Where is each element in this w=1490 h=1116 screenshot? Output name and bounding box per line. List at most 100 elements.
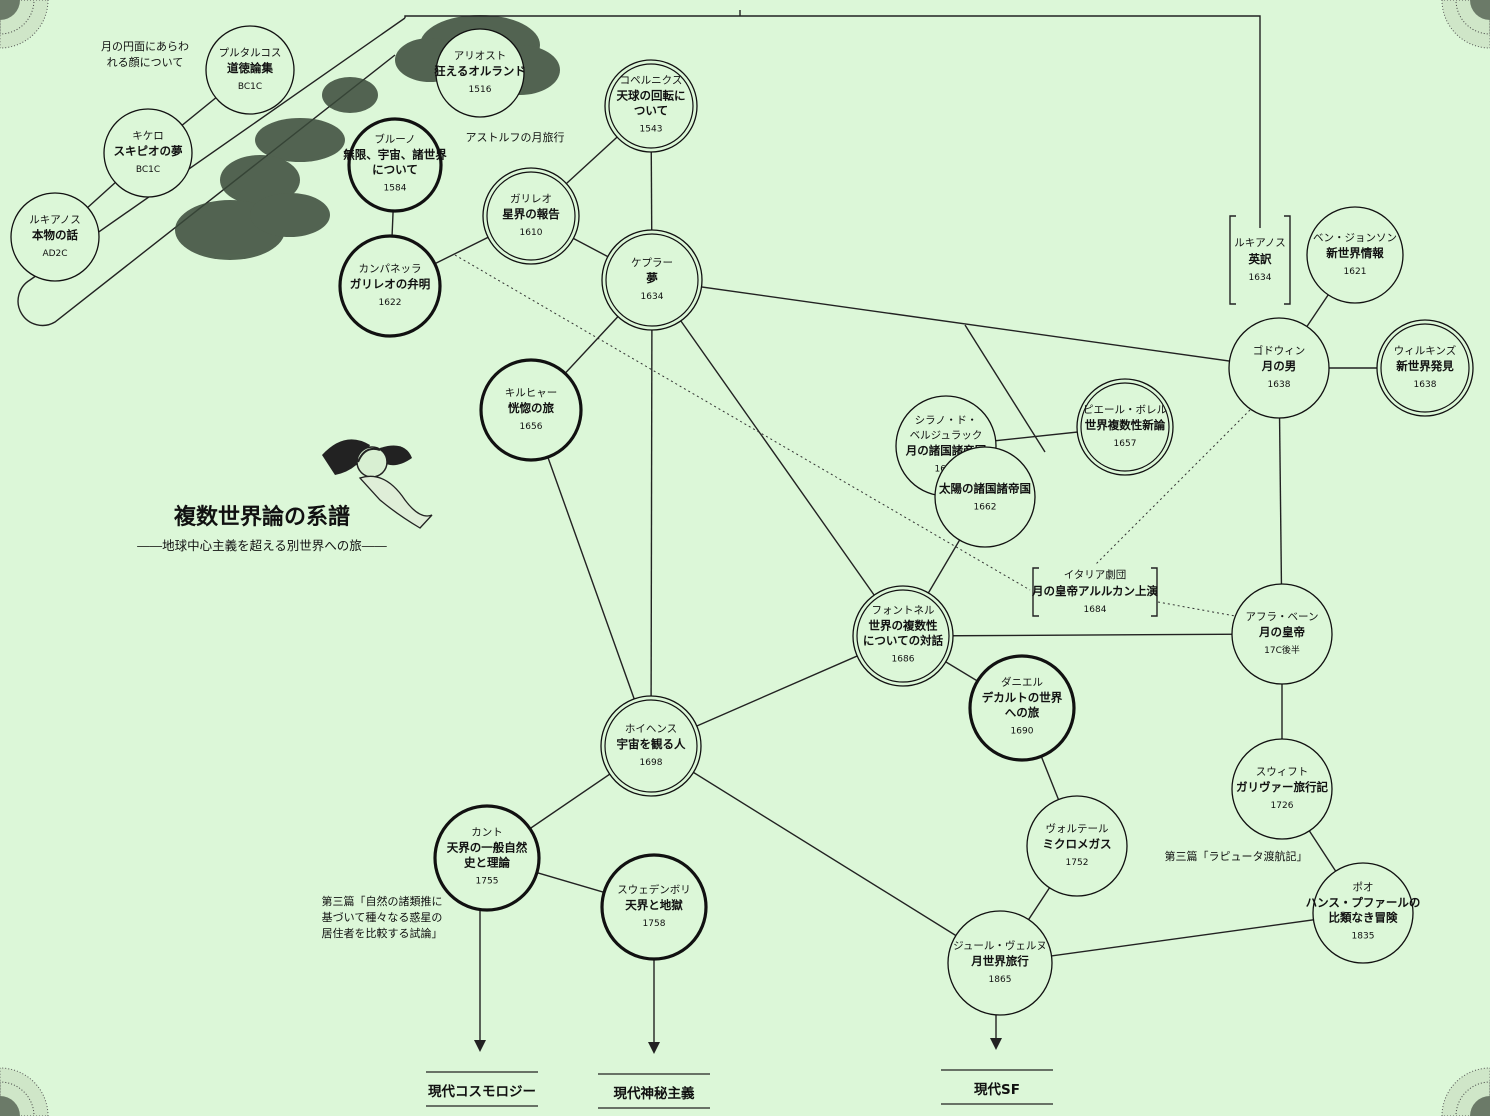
node-circle bbox=[1228, 317, 1330, 419]
terminal-label: 現代コスモロジー bbox=[428, 1083, 536, 1100]
node-year: 17C後半 bbox=[1264, 644, 1300, 656]
node-circle bbox=[604, 59, 698, 153]
link-kepler-borel-branch bbox=[964, 324, 1046, 453]
node-work: 太陽の諸国諸帝国 bbox=[938, 482, 1031, 496]
terminal-sf[interactable]: 現代SF bbox=[941, 1069, 1053, 1105]
link-kepler-fontenelle bbox=[651, 279, 904, 637]
node-author: ベルジュラック bbox=[910, 430, 983, 442]
annotation-swift-note: 第三篇「ラピュータ渡航記」 bbox=[1165, 849, 1308, 863]
node-circle bbox=[338, 234, 442, 338]
link-kepler-huygens bbox=[650, 279, 653, 747]
node-work: 宇宙を観る人 bbox=[617, 737, 686, 751]
node-work: 恍惚の旅 bbox=[508, 401, 554, 415]
cherub-illustration bbox=[322, 439, 433, 529]
node-author: ゴドウィン bbox=[1253, 344, 1306, 357]
node-author: ピエール・ボレル bbox=[1083, 404, 1167, 416]
node-author: アリオスト bbox=[454, 50, 507, 62]
node-year: 1755 bbox=[476, 877, 499, 887]
node-circle bbox=[433, 804, 541, 912]
node-author: スウェデンボリ bbox=[617, 883, 691, 896]
node-author: スウィフト bbox=[1256, 766, 1309, 778]
bracket-left bbox=[1229, 215, 1236, 305]
node-circle bbox=[1306, 206, 1404, 304]
link-kircher-huygens bbox=[530, 409, 652, 747]
node-circle bbox=[600, 853, 708, 961]
node-circle bbox=[1231, 583, 1333, 685]
node-work: 天界と地獄 bbox=[625, 898, 683, 912]
node-author: ガリレオ bbox=[510, 193, 552, 205]
node-year: 1656 bbox=[520, 422, 543, 432]
connector-top-border bbox=[404, 15, 1261, 228]
node-year: 1690 bbox=[1011, 727, 1034, 737]
node-author: ポオ bbox=[1353, 882, 1374, 894]
annotation-plutarch-note: れる顔について bbox=[107, 55, 184, 69]
node-work: 新世界発見 bbox=[1396, 359, 1454, 373]
bracket-right bbox=[1151, 567, 1158, 617]
node-year: BC1C bbox=[136, 165, 160, 175]
node-circle bbox=[1376, 319, 1474, 417]
node-inner-ring bbox=[605, 233, 699, 327]
node-year: 1622 bbox=[379, 298, 402, 308]
node-circle bbox=[1076, 378, 1174, 476]
bracket-author: ルキアノス bbox=[1234, 237, 1286, 249]
node-author: ホイヘンス bbox=[625, 723, 677, 735]
node-year: 1584 bbox=[384, 184, 407, 194]
terminal-label: 現代SF bbox=[974, 1081, 1020, 1098]
bracket-work: 月の皇帝アルルカン上演 bbox=[1031, 584, 1159, 598]
node-work: 天球の回転に bbox=[617, 89, 686, 103]
node-year: 1686 bbox=[892, 655, 915, 665]
node-year: 1835 bbox=[1352, 932, 1375, 942]
node-work: 月世界旅行 bbox=[970, 954, 1029, 968]
diagram-title: 複数世界論の系譜 bbox=[174, 504, 350, 530]
corner-ornament-bottom-left bbox=[0, 1067, 49, 1116]
node-author: キケロ bbox=[132, 130, 164, 142]
dotted-italian-behn bbox=[1157, 601, 1236, 617]
node-author: フォントネル bbox=[872, 605, 935, 617]
node-circle bbox=[435, 28, 525, 118]
corner-ornament-top-left bbox=[0, 0, 49, 49]
node-author: ウィルキンズ bbox=[1394, 344, 1456, 357]
link-poe-verne bbox=[999, 912, 1364, 964]
node-work: ハンス・プファールの bbox=[1306, 896, 1421, 910]
arrow-to-mysticism bbox=[648, 946, 660, 1054]
node-work: 狂えるオルランド bbox=[434, 64, 526, 78]
node-author: ルキアノス bbox=[29, 214, 81, 226]
bracket-left bbox=[1032, 567, 1039, 617]
node-work: 世界の複数性 bbox=[869, 619, 938, 633]
node-work: ガリヴァー旅行記 bbox=[1236, 780, 1328, 794]
terminal-label: 現代神秘主義 bbox=[614, 1085, 695, 1102]
node-work: への旅 bbox=[1005, 706, 1040, 720]
node-circle bbox=[482, 167, 580, 265]
terminal-cosmology[interactable]: 現代コスモロジー bbox=[426, 1071, 538, 1107]
dotted-godwin-italian bbox=[1094, 409, 1251, 566]
terminal-mysticism[interactable]: 現代神秘主義 bbox=[598, 1073, 710, 1109]
annotation-kant-note: 居住者を比較する試論」 bbox=[322, 926, 443, 940]
